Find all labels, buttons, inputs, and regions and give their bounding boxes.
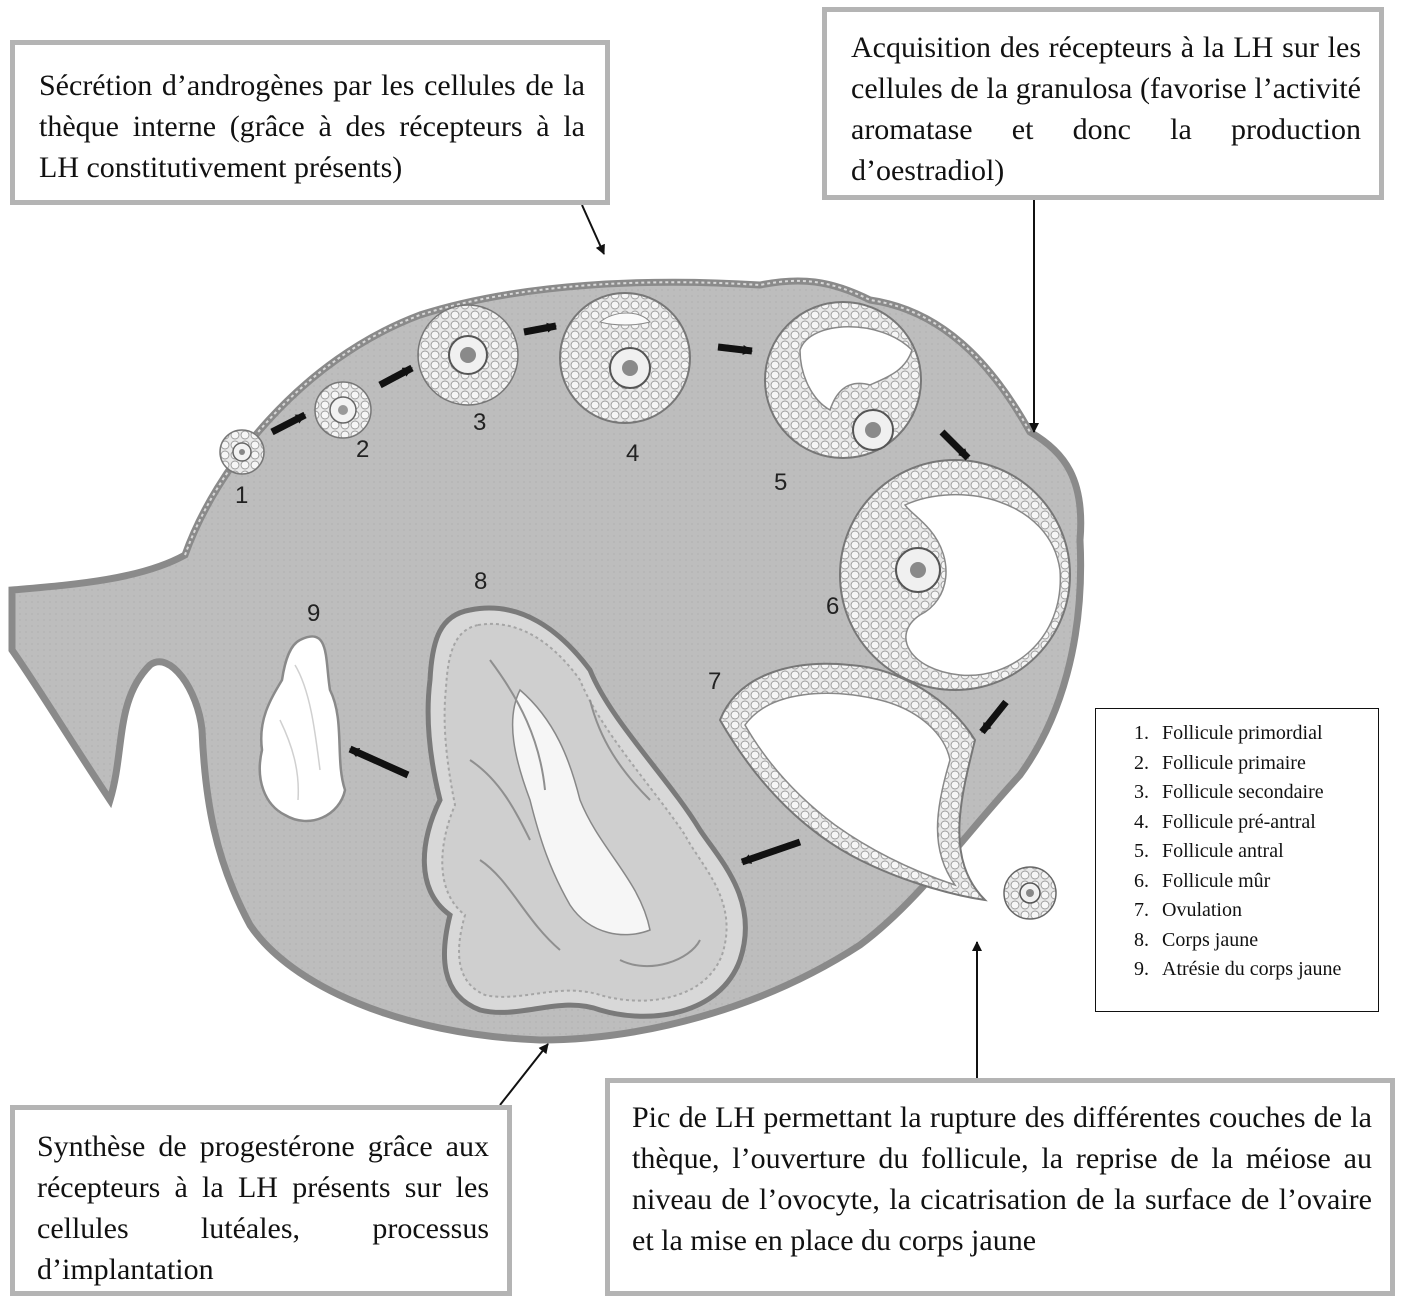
antral-follicle [765, 302, 921, 458]
legend-item: Follicule primaire [1154, 749, 1378, 779]
progesterone-callout: Synthèse de progestérone grâce aux récep… [10, 1105, 512, 1296]
legend-item: Corps jaune [1154, 926, 1378, 956]
lh-receptor-callout-text: Acquisition des récepteurs à la LH sur l… [851, 31, 1361, 187]
secondary-follicle [418, 305, 518, 405]
legend-item: Follicule secondaire [1154, 778, 1378, 808]
androgen-callout: Sécrétion d’androgènes par les cellules … [10, 40, 610, 205]
preantral-follicle [560, 293, 690, 423]
lh-peak-callout: Pic de LH permettant la rupture des diff… [605, 1078, 1395, 1296]
legend-item: Follicule pré-antral [1154, 808, 1378, 838]
mature-follicle [840, 460, 1070, 690]
legend-item: Ovulation [1154, 896, 1378, 926]
stage-number-8: 8 [474, 568, 487, 595]
lh-receptor-callout: Acquisition des récepteurs à la LH sur l… [822, 7, 1384, 200]
legend-item: Follicule mûr [1154, 867, 1378, 897]
stage-number-5: 5 [774, 469, 787, 496]
progesterone-callout-text: Synthèse de progestérone grâce aux récep… [37, 1130, 489, 1286]
stage-legend-list: Follicule primordial Follicule primaire … [1118, 719, 1378, 985]
stage-number-1: 1 [235, 482, 248, 509]
legend-item: Follicule antral [1154, 837, 1378, 867]
pointer-progesterone [500, 1044, 548, 1105]
primordial-follicle [220, 430, 264, 474]
legend-item: Follicule primordial [1154, 719, 1378, 749]
stage-number-9: 9 [307, 600, 320, 627]
stage-legend: Follicule primordial Follicule primaire … [1095, 708, 1379, 1012]
pointer-androgen [582, 205, 604, 254]
legend-item: Atrésie du corps jaune [1154, 955, 1378, 985]
primary-follicle [315, 382, 371, 438]
stage-number-7: 7 [708, 668, 721, 695]
lh-peak-callout-text: Pic de LH permettant la rupture des diff… [632, 1101, 1372, 1257]
stage-number-3: 3 [473, 409, 486, 436]
stage-number-2: 2 [356, 436, 369, 463]
arrow-4-to-5 [718, 347, 752, 351]
androgen-callout-text: Sécrétion d’androgènes par les cellules … [39, 69, 585, 184]
stage-number-4: 4 [626, 440, 639, 467]
stage-number-6: 6 [826, 593, 839, 620]
